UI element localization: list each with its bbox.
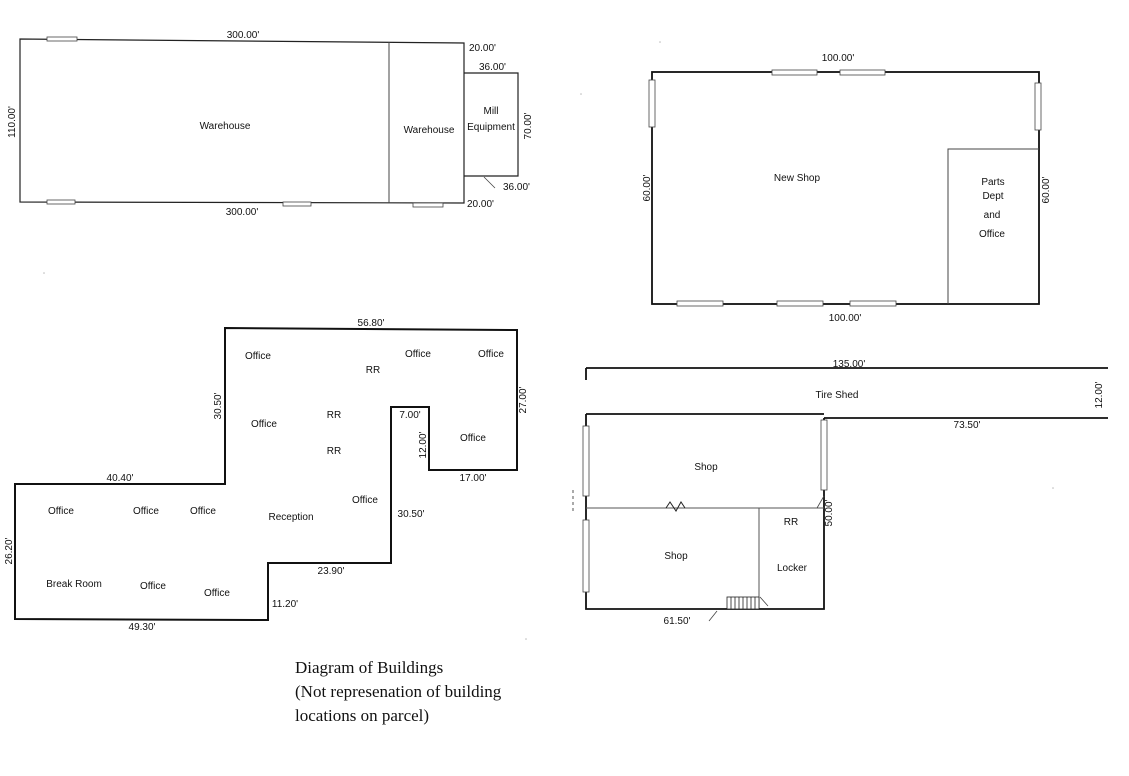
window [582,519,590,593]
dim-label: 100.00' [822,53,855,64]
dim-label: 70.00' [523,112,534,139]
dim-label: 26.20' [4,537,15,564]
scan-specks [43,41,1054,640]
room-label: and [984,210,1001,221]
dim-label: 300.00' [227,30,260,41]
dim-label: 20.00' [467,199,494,210]
window [648,79,656,128]
room-label: Office [478,349,504,360]
diagram-caption: Diagram of Buildings (Not represenation … [295,656,501,728]
parts-dept-wall [947,148,1039,304]
room-label: Office [251,419,277,430]
room-label: Office [405,349,431,360]
stairs-icon [726,596,760,610]
room-label: Office [460,433,486,444]
caption-line: Diagram of Buildings [295,658,444,677]
dim-label: 49.30' [129,622,156,633]
room-label: New Shop [774,173,821,184]
dim-label: 17.00' [460,473,487,484]
room-label: RR [366,365,380,376]
window [839,69,886,76]
dim-label: 36.00' [479,62,506,73]
dim-label: 36.00' [503,182,530,193]
mill-equipment-outline [464,72,519,177]
room-label: Office [140,581,166,592]
window [849,300,897,307]
dim-label: 60.00' [642,174,653,201]
mill-dim-leader [483,176,496,189]
door-symbol [665,501,686,512]
room-label: Break Room [46,579,102,590]
room-label: Office [352,495,378,506]
room-label: Warehouse [404,125,455,136]
new-shop-building: 100.00' 100.00' 60.00' 60.00' New Shop P… [642,53,1052,324]
room-label: RR [327,446,341,457]
office-building-outline [14,326,518,622]
room-label: Office [190,506,216,517]
room-label: Office [245,351,271,362]
dim-label: 110.00' [7,106,18,138]
room-label: Office [204,588,230,599]
room-label: Reception [268,512,313,523]
room-label: Office [979,229,1005,240]
room-label: Parts [981,177,1004,188]
dim-label: 40.40' [107,473,134,484]
room-label: Shop [664,551,688,562]
room-label: RR [784,517,798,528]
room-label: Locker [777,563,808,574]
dim-label: 60.00' [1041,176,1052,203]
dim-label: 100.00' [829,313,862,324]
dim-label: 73.50' [954,420,981,431]
dim-label: 30.50' [213,392,224,419]
room-label: Mill [484,106,499,117]
room-label: Warehouse [200,121,251,132]
dim-label: 23.90' [318,566,345,577]
dim-label: 20.00' [469,43,496,54]
dim-label: 12.00' [418,431,429,458]
window [776,300,824,307]
dim-label: 7.00' [399,410,420,421]
dim-leader [708,610,718,622]
new-shop-outline [651,71,1040,305]
window [282,201,312,207]
window [1034,82,1042,131]
warehouse-building: 300.00' 300.00' 110.00' 20.00' 36.00' 70… [7,30,534,218]
room-label: Dept [982,191,1003,202]
dim-leader [759,596,769,607]
dim-label: 300.00' [226,207,259,218]
window [820,419,828,491]
caption-line: (Not represenation of building [295,682,502,701]
window [676,300,724,307]
window [46,36,78,42]
dim-label: 30.50' [398,509,425,520]
room-label: Shop [694,462,718,473]
caption-line: locations on parcel) [295,706,430,725]
office-building: 56.80' 30.50' 27.00' 7.00' 12.00' 17.00'… [4,318,529,633]
dim-label: 12.00' [1094,381,1105,408]
window [46,199,76,205]
dim-label: 27.00' [518,386,529,413]
warehouse-outline [19,38,465,204]
shop-outline [585,414,825,610]
dim-label: 135.00' [833,359,866,370]
dim-label: 50.00' [824,499,835,526]
room-label: RR [327,410,341,421]
dim-label: 56.80' [358,318,385,329]
room-label: Tire Shed [816,390,859,401]
dim-label: 11.20' [272,599,298,610]
room-label: Office [133,506,159,517]
dim-label: 61.50' [664,616,691,627]
shop-building: 135.00' 12.00' 73.50' 50.00' 61.50' Tire… [572,359,1108,627]
dim-leader [816,495,825,509]
room-label: Office [48,506,74,517]
room-label: Equipment [467,122,515,133]
window [582,425,590,497]
window [412,202,444,208]
window [771,69,818,76]
